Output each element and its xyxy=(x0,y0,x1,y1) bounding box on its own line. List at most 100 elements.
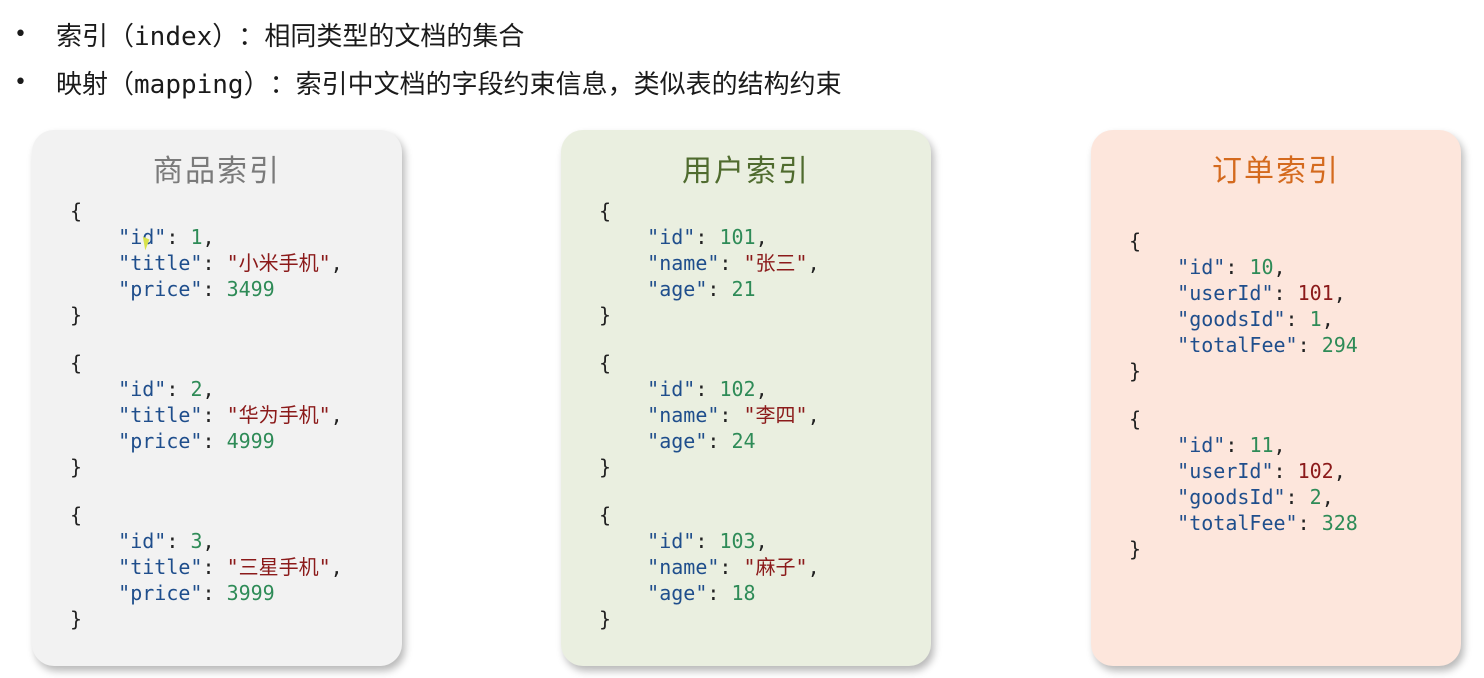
field-value: 2 xyxy=(190,377,203,401)
card-docs: { "id": 1, "title": "小米手机", "price": 349… xyxy=(70,198,343,632)
card-title: 订单索引 xyxy=(1212,154,1340,189)
comma: , xyxy=(330,555,343,579)
field-key: "id" xyxy=(647,529,696,553)
json-field: "price": 3999 xyxy=(70,580,343,606)
colon: : xyxy=(202,555,227,579)
field-key: "totalFee" xyxy=(1177,511,1298,535)
field-value: 10 xyxy=(1249,255,1274,279)
field-value: "三星手机" xyxy=(226,555,331,579)
field-value: 3499 xyxy=(226,277,275,301)
field-key: "age" xyxy=(647,277,708,301)
card-title: 商品索引 xyxy=(153,154,281,189)
indent xyxy=(70,377,118,401)
field-value: 328 xyxy=(1321,511,1358,535)
card-user-index: 用户索引 { "id": 101, "name": "张三", "age": 2… xyxy=(561,130,931,666)
indent xyxy=(1129,485,1177,509)
field-key: "id" xyxy=(1177,255,1226,279)
colon: : xyxy=(707,581,732,605)
comma: , xyxy=(1321,485,1334,509)
colon: : xyxy=(166,377,191,401)
indent xyxy=(599,225,647,249)
close-brace: } xyxy=(70,607,83,631)
colon: : xyxy=(1225,255,1250,279)
field-value: 294 xyxy=(1321,333,1358,357)
colon: : xyxy=(707,277,732,301)
json-field: "title": "华为手机", xyxy=(70,402,343,428)
json-document: { "id": 11, "userId": 102, "goodsId": 2,… xyxy=(1129,406,1358,562)
json-field: "name": "张三", xyxy=(599,250,819,276)
json-field: "id": 10, xyxy=(1129,254,1358,280)
open-brace: { xyxy=(70,503,83,527)
field-key: "id" xyxy=(118,377,167,401)
colon: : xyxy=(695,377,720,401)
json-field: "name": "李四", xyxy=(599,402,819,428)
comma: , xyxy=(1333,281,1346,305)
json-field: "totalFee": 294 xyxy=(1129,332,1358,358)
comma: , xyxy=(1273,433,1286,457)
comma: , xyxy=(755,529,768,553)
indent xyxy=(70,225,118,249)
close-brace: } xyxy=(1129,359,1142,383)
indent xyxy=(1129,459,1177,483)
comma: , xyxy=(202,529,215,553)
comma: , xyxy=(807,555,820,579)
field-value: 18 xyxy=(731,581,756,605)
indent xyxy=(70,403,118,427)
bullet-index: • 索引 （index） ： 相同类型的文档的集合 xyxy=(14,10,842,58)
field-key: "id" xyxy=(647,225,696,249)
indent xyxy=(1129,281,1177,305)
colon: : xyxy=(1297,511,1322,535)
colon: : xyxy=(1285,485,1310,509)
bullet-dot: • xyxy=(14,21,27,47)
json-field: "price": 3499 xyxy=(70,276,343,302)
indent xyxy=(70,529,118,553)
field-key: "id" xyxy=(647,377,696,401)
open-brace: { xyxy=(1129,229,1142,253)
field-key: "goodsId" xyxy=(1177,307,1286,331)
field-value: 2 xyxy=(1309,485,1322,509)
bullet-sep: ： xyxy=(238,21,265,52)
json-field: "id": 2, xyxy=(70,376,343,402)
open-brace: { xyxy=(599,351,612,375)
field-value: 3999 xyxy=(226,581,275,605)
field-key: "userId" xyxy=(1177,459,1274,483)
bullet-term-cn: 映射 xyxy=(56,69,109,100)
field-key: "name" xyxy=(647,555,720,579)
json-field: "id": 3, xyxy=(70,528,343,554)
field-key: "price" xyxy=(118,277,203,301)
indent xyxy=(1129,433,1177,457)
json-field: "age": 24 xyxy=(599,428,820,454)
json-field: "id": 102, xyxy=(599,376,820,402)
open-brace: { xyxy=(70,351,83,375)
field-value: 1 xyxy=(1309,307,1322,331)
colon: : xyxy=(707,429,732,453)
indent xyxy=(70,555,118,579)
bullet-sep: ： xyxy=(269,69,296,100)
comma: , xyxy=(202,225,215,249)
indent xyxy=(70,429,118,453)
json-field: "totalFee": 328 xyxy=(1129,510,1358,536)
comma: , xyxy=(1333,459,1346,483)
indent xyxy=(599,429,647,453)
comma: , xyxy=(755,225,768,249)
field-value: "华为手机" xyxy=(226,403,331,427)
indent xyxy=(70,581,118,605)
field-value: 4999 xyxy=(226,429,275,453)
indent xyxy=(599,251,647,275)
field-key: "title" xyxy=(118,251,203,275)
indent xyxy=(70,251,118,275)
card-docs: { "id": 101, "name": "张三", "age": 21}{ "… xyxy=(599,198,820,632)
close-brace: } xyxy=(599,455,612,479)
colon: : xyxy=(202,403,227,427)
field-value: 24 xyxy=(731,429,756,453)
colon: : xyxy=(202,277,227,301)
open-brace: { xyxy=(70,199,83,223)
json-field: "goodsId": 1, xyxy=(1129,306,1358,332)
bullet-desc: 相同类型的文档的集合 xyxy=(264,21,525,52)
json-document: { "id": 1, "title": "小米手机", "price": 349… xyxy=(70,198,343,328)
field-key: "title" xyxy=(118,555,203,579)
indent xyxy=(1129,333,1177,357)
open-brace: { xyxy=(1129,407,1142,431)
json-document: { "id": 102, "name": "李四", "age": 24} xyxy=(599,350,820,480)
field-key: "id" xyxy=(1177,433,1226,457)
